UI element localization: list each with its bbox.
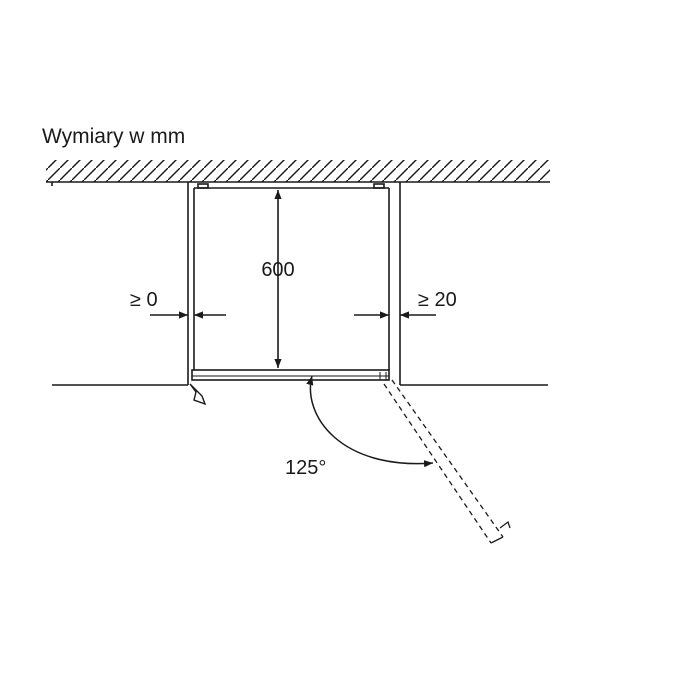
open-door-outline <box>383 379 511 544</box>
rear-wall <box>46 160 550 183</box>
left-gap-label: ≥ 0 <box>130 289 158 311</box>
diagram-title: Wymiary w mm <box>42 125 185 148</box>
depth-label: 600 <box>261 259 294 281</box>
right-gap-label: ≥ 20 <box>418 289 457 311</box>
handle-icon <box>189 383 207 406</box>
door-angle-label: 125° <box>285 457 326 479</box>
appliance-body <box>191 183 390 381</box>
door-angle-arc <box>306 375 434 468</box>
left-cabinet <box>51 182 189 386</box>
right-cabinet <box>399 182 548 386</box>
